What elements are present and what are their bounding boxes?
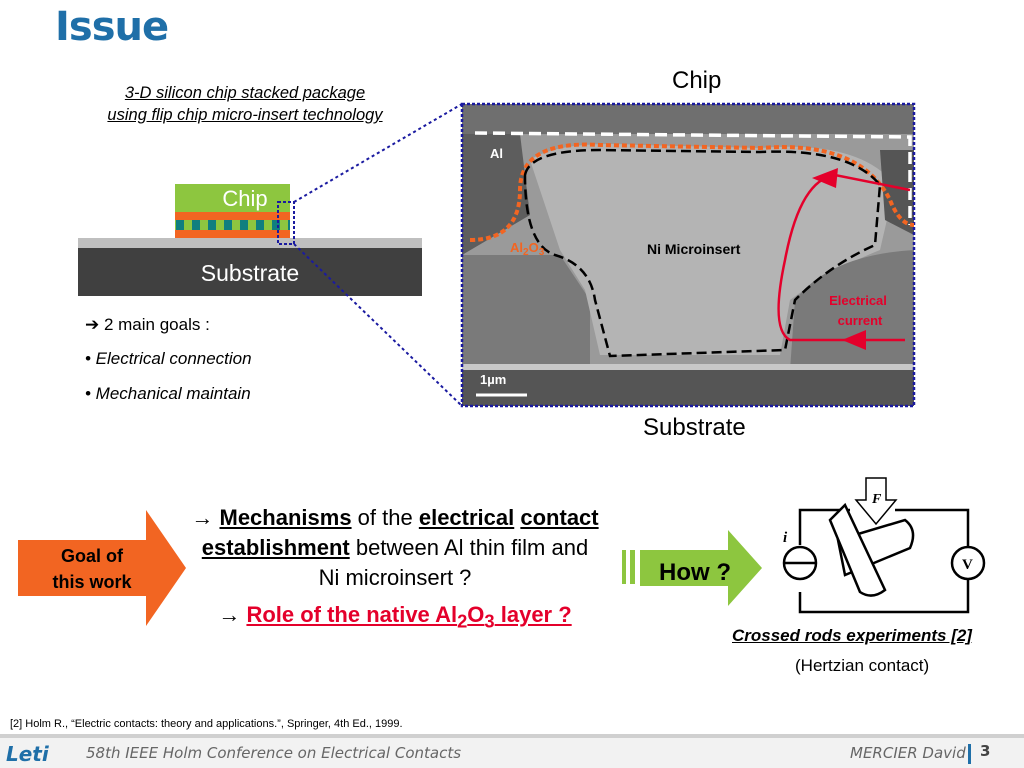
zoom-line-top [293,103,463,203]
chip-dashed-outline [474,131,912,225]
mechanisms-text: Mechanisms [219,505,352,530]
scale-label: 1µm [480,372,506,387]
slide-title: Issue [55,4,169,50]
current-arrow-top [812,168,838,188]
sem-border [460,102,916,408]
goals-title: ➔ 2 main goals : [85,315,210,334]
arrow-icon: → [191,505,214,530]
chip-box-label: Chip [222,186,267,211]
arrow-icon: → [218,602,241,627]
goal-arrow-line1: Goal of [61,546,124,566]
voltmeter-icon [950,545,986,581]
package-caption-line2: using flip chip micro-insert technology [107,106,383,124]
force-arrow-icon [854,477,898,526]
footer-author: MERCIER David [850,744,966,762]
zoom-line-bottom [293,243,463,407]
goal-arrow: Goal of this work [18,510,186,626]
al-label: Al [490,146,503,161]
hertzian-note: (Hertzian contact) [795,656,930,675]
package-caption: 3-D silicon chip stacked package using f… [60,82,430,126]
zoom-box [277,201,295,245]
how-arrow: How ? [622,530,762,606]
page-number: 3 [980,742,991,760]
package-schematic: Substrate Chip [78,103,463,407]
voltmeter-label: V [962,557,973,573]
arrow-right-icon: ➔ [85,315,104,334]
footer-separator [968,744,971,764]
sem-chip-label: Chip [672,67,722,94]
ni-label: Ni Microinsert [647,241,741,257]
footer-logo: Leti [6,742,50,766]
al2o3-outline [469,142,915,242]
crossed-rods-circuit [782,477,986,614]
footer-conference: 58th IEEE Holm Conference on Electrical … [86,744,462,762]
chip-box [175,184,290,212]
substrate-layer-thin [78,238,422,248]
force-label: F [871,492,882,507]
how-label: How ? [659,559,731,586]
electrical-text: electrical [418,505,515,530]
ni-outline [523,148,882,358]
sem-substrate-label: Substrate [643,414,746,441]
current-label-line1: Electrical [829,293,887,308]
main-question: → Mechanisms of the electrical contact e… [191,505,599,590]
rod-vertical-icon [828,502,887,597]
substrate-box [78,248,422,296]
current-source-label: i [783,530,788,546]
role-question: → Role of the native Al2O3 layer ? [218,602,572,632]
footer: Leti [0,734,1024,768]
contact-establishment-text: contact establishment [201,505,599,560]
crossed-rods-title: Crossed rods experiments [2] [732,626,972,645]
goal-item: • Mechanical maintain [85,384,251,403]
current-arrow-bottom [842,330,866,350]
bump-row [175,220,290,230]
current-label-line2: current [838,313,883,328]
sem-image: Al Al2O3 Ni Microinsert Electrical curre… [460,102,916,408]
goal-item: • Electrical connection [85,349,252,368]
goal-arrow-line2: this work [52,572,132,592]
chip-top-orange [175,212,290,220]
substrate-box-label: Substrate [201,260,299,286]
package-caption-line1: 3-D silicon chip stacked package [124,84,366,102]
al2o3-label: Al2O3 [510,240,545,258]
chip-bottom-orange [175,230,290,238]
reference-text: [2] Holm R., “Electric contacts: theory … [10,718,403,730]
